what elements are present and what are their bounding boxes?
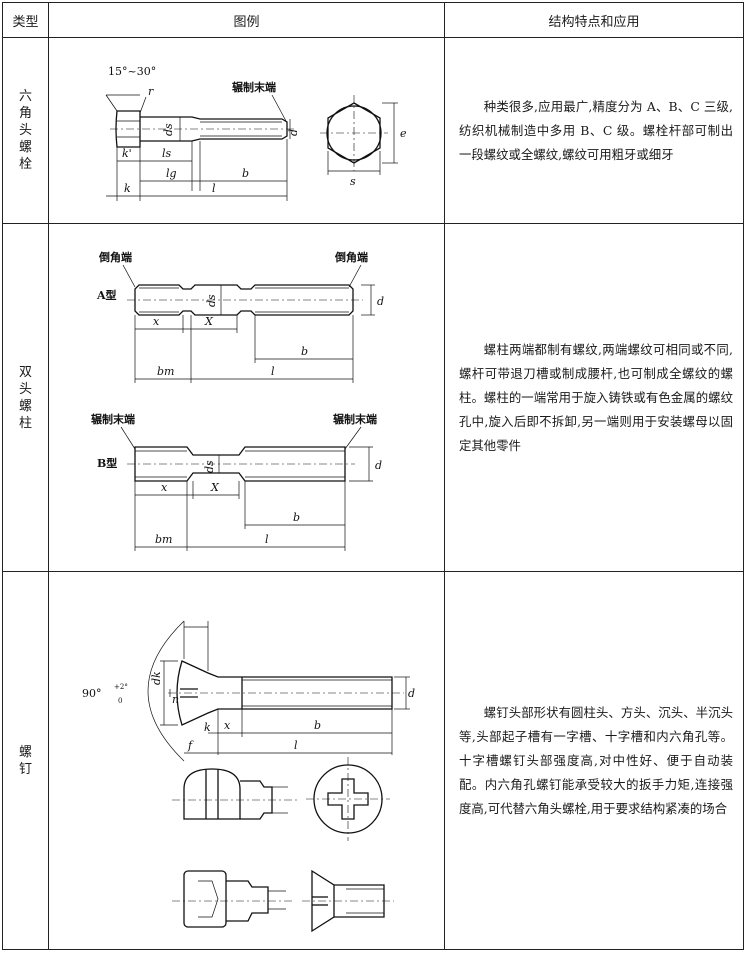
dim-k: k (204, 721, 211, 734)
figure-cell: 倒角端 倒角端 A型 ds d x (48, 223, 445, 572)
dim-X-a: X (204, 315, 214, 328)
type-label: 六角头螺栓 (18, 89, 32, 172)
dim-l: l (294, 739, 298, 752)
hex-bolt-figure: 15°~30° r 辗制末端 ds d k' (105, 65, 407, 201)
type-b-label: B型 (97, 456, 117, 470)
table-row: 六角头螺栓 15°~30° r 辗制末端 (2, 37, 744, 224)
description-cell: 螺柱两端都制有螺纹,两端螺纹可相同或不同,螺杆可带退刀槽或制成腰杆,也可制成全螺… (444, 223, 744, 572)
figure-cell: 15°~30° r 辗制末端 ds d k' (48, 37, 445, 224)
header-features: 结构特点和应用 (444, 2, 744, 38)
dim-r: r (148, 85, 154, 98)
angle-tol-lower: 0 (118, 697, 122, 705)
dim-bm-a: bm (157, 365, 174, 378)
description-text: 螺钉头部形状有圆柱头、方头、沉头、半沉头等,头部起子槽有一字槽、十字槽和内六角孔… (459, 704, 733, 816)
dim-ls: ls (162, 147, 172, 160)
description-cell: 螺钉头部形状有圆柱头、方头、沉头、半沉头等,头部起子槽有一字槽、十字槽和内六角孔… (444, 571, 744, 950)
table-header-row: 类型 图例 结构特点和应用 (2, 2, 744, 38)
dim-b: b (314, 719, 321, 732)
dim-x-a: x (153, 315, 160, 328)
chamfer-end-right: 倒角端 (334, 250, 368, 264)
end-label: 辗制末端 (232, 80, 276, 94)
type-label: 双头螺柱 (18, 364, 32, 431)
angle-label: 90° (82, 687, 102, 700)
figure-cell: 90° +2° 0 dk n d (48, 571, 445, 950)
chamfer-end-left: 倒角端 (98, 250, 132, 264)
dim-ds-b: ds (203, 459, 216, 472)
header-type: 类型 (2, 2, 49, 38)
type-cell: 螺钉 (2, 571, 49, 950)
dim-ds: ds (162, 122, 175, 135)
angle-tol-upper: +2° (114, 683, 128, 691)
rolled-end-left: 辗制末端 (91, 412, 135, 426)
type-label: 螺钉 (18, 744, 32, 777)
dim-b-a: b (301, 345, 308, 358)
stud-figure: 倒角端 倒角端 A型 ds d x (91, 250, 384, 551)
dim-b: b (242, 167, 249, 180)
dim-n: n (172, 693, 179, 706)
type-cell: 双头螺柱 (2, 223, 49, 572)
dim-d-b: d (375, 459, 382, 472)
dim-dk: dk (150, 670, 163, 684)
dim-k: k (124, 182, 131, 195)
screw-figure: 90° +2° 0 dk n d (82, 620, 415, 932)
dim-bm-b: bm (155, 533, 172, 546)
dim-b-b: b (293, 511, 300, 524)
dim-s: s (350, 175, 356, 188)
table-row: 双头螺柱 倒角端 倒角端 A型 ds d (2, 223, 744, 572)
type-a-label: A型 (96, 288, 117, 302)
angle-label: 15°~30° (108, 65, 156, 78)
dim-ds-a: ds (205, 293, 218, 306)
header-figure: 图例 (48, 2, 445, 38)
dim-x: x (224, 719, 231, 732)
dim-l-b: l (265, 533, 269, 546)
description-cell: 种类很多,应用最广,精度分为 A、B、C 三级,纺织机械制造中多用 B、C 级。… (444, 37, 744, 224)
description-text: 种类很多,应用最广,精度分为 A、B、C 三级,纺织机械制造中多用 B、C 级。… (459, 98, 733, 162)
dim-k-prime: k' (122, 147, 132, 160)
dim-e: e (400, 127, 407, 140)
dim-x-b: x (161, 481, 168, 494)
dim-l-a: l (271, 365, 275, 378)
dim-X-b: X (210, 481, 220, 494)
description-text: 螺柱两端都制有螺纹,两端螺纹可相同或不同,螺杆可带退刀槽或制成腰杆,也可制成全螺… (459, 341, 733, 453)
dim-d-a: d (377, 295, 384, 308)
dim-lg: lg (166, 167, 177, 180)
rolled-end-right: 辗制末端 (333, 412, 377, 426)
dim-f: f (187, 739, 194, 752)
dim-d: d (408, 687, 415, 700)
type-cell: 六角头螺栓 (2, 37, 49, 224)
table-row: 螺钉 90° +2° 0 dk n (2, 571, 744, 950)
dim-d: d (287, 128, 300, 135)
dim-l: l (212, 182, 216, 195)
